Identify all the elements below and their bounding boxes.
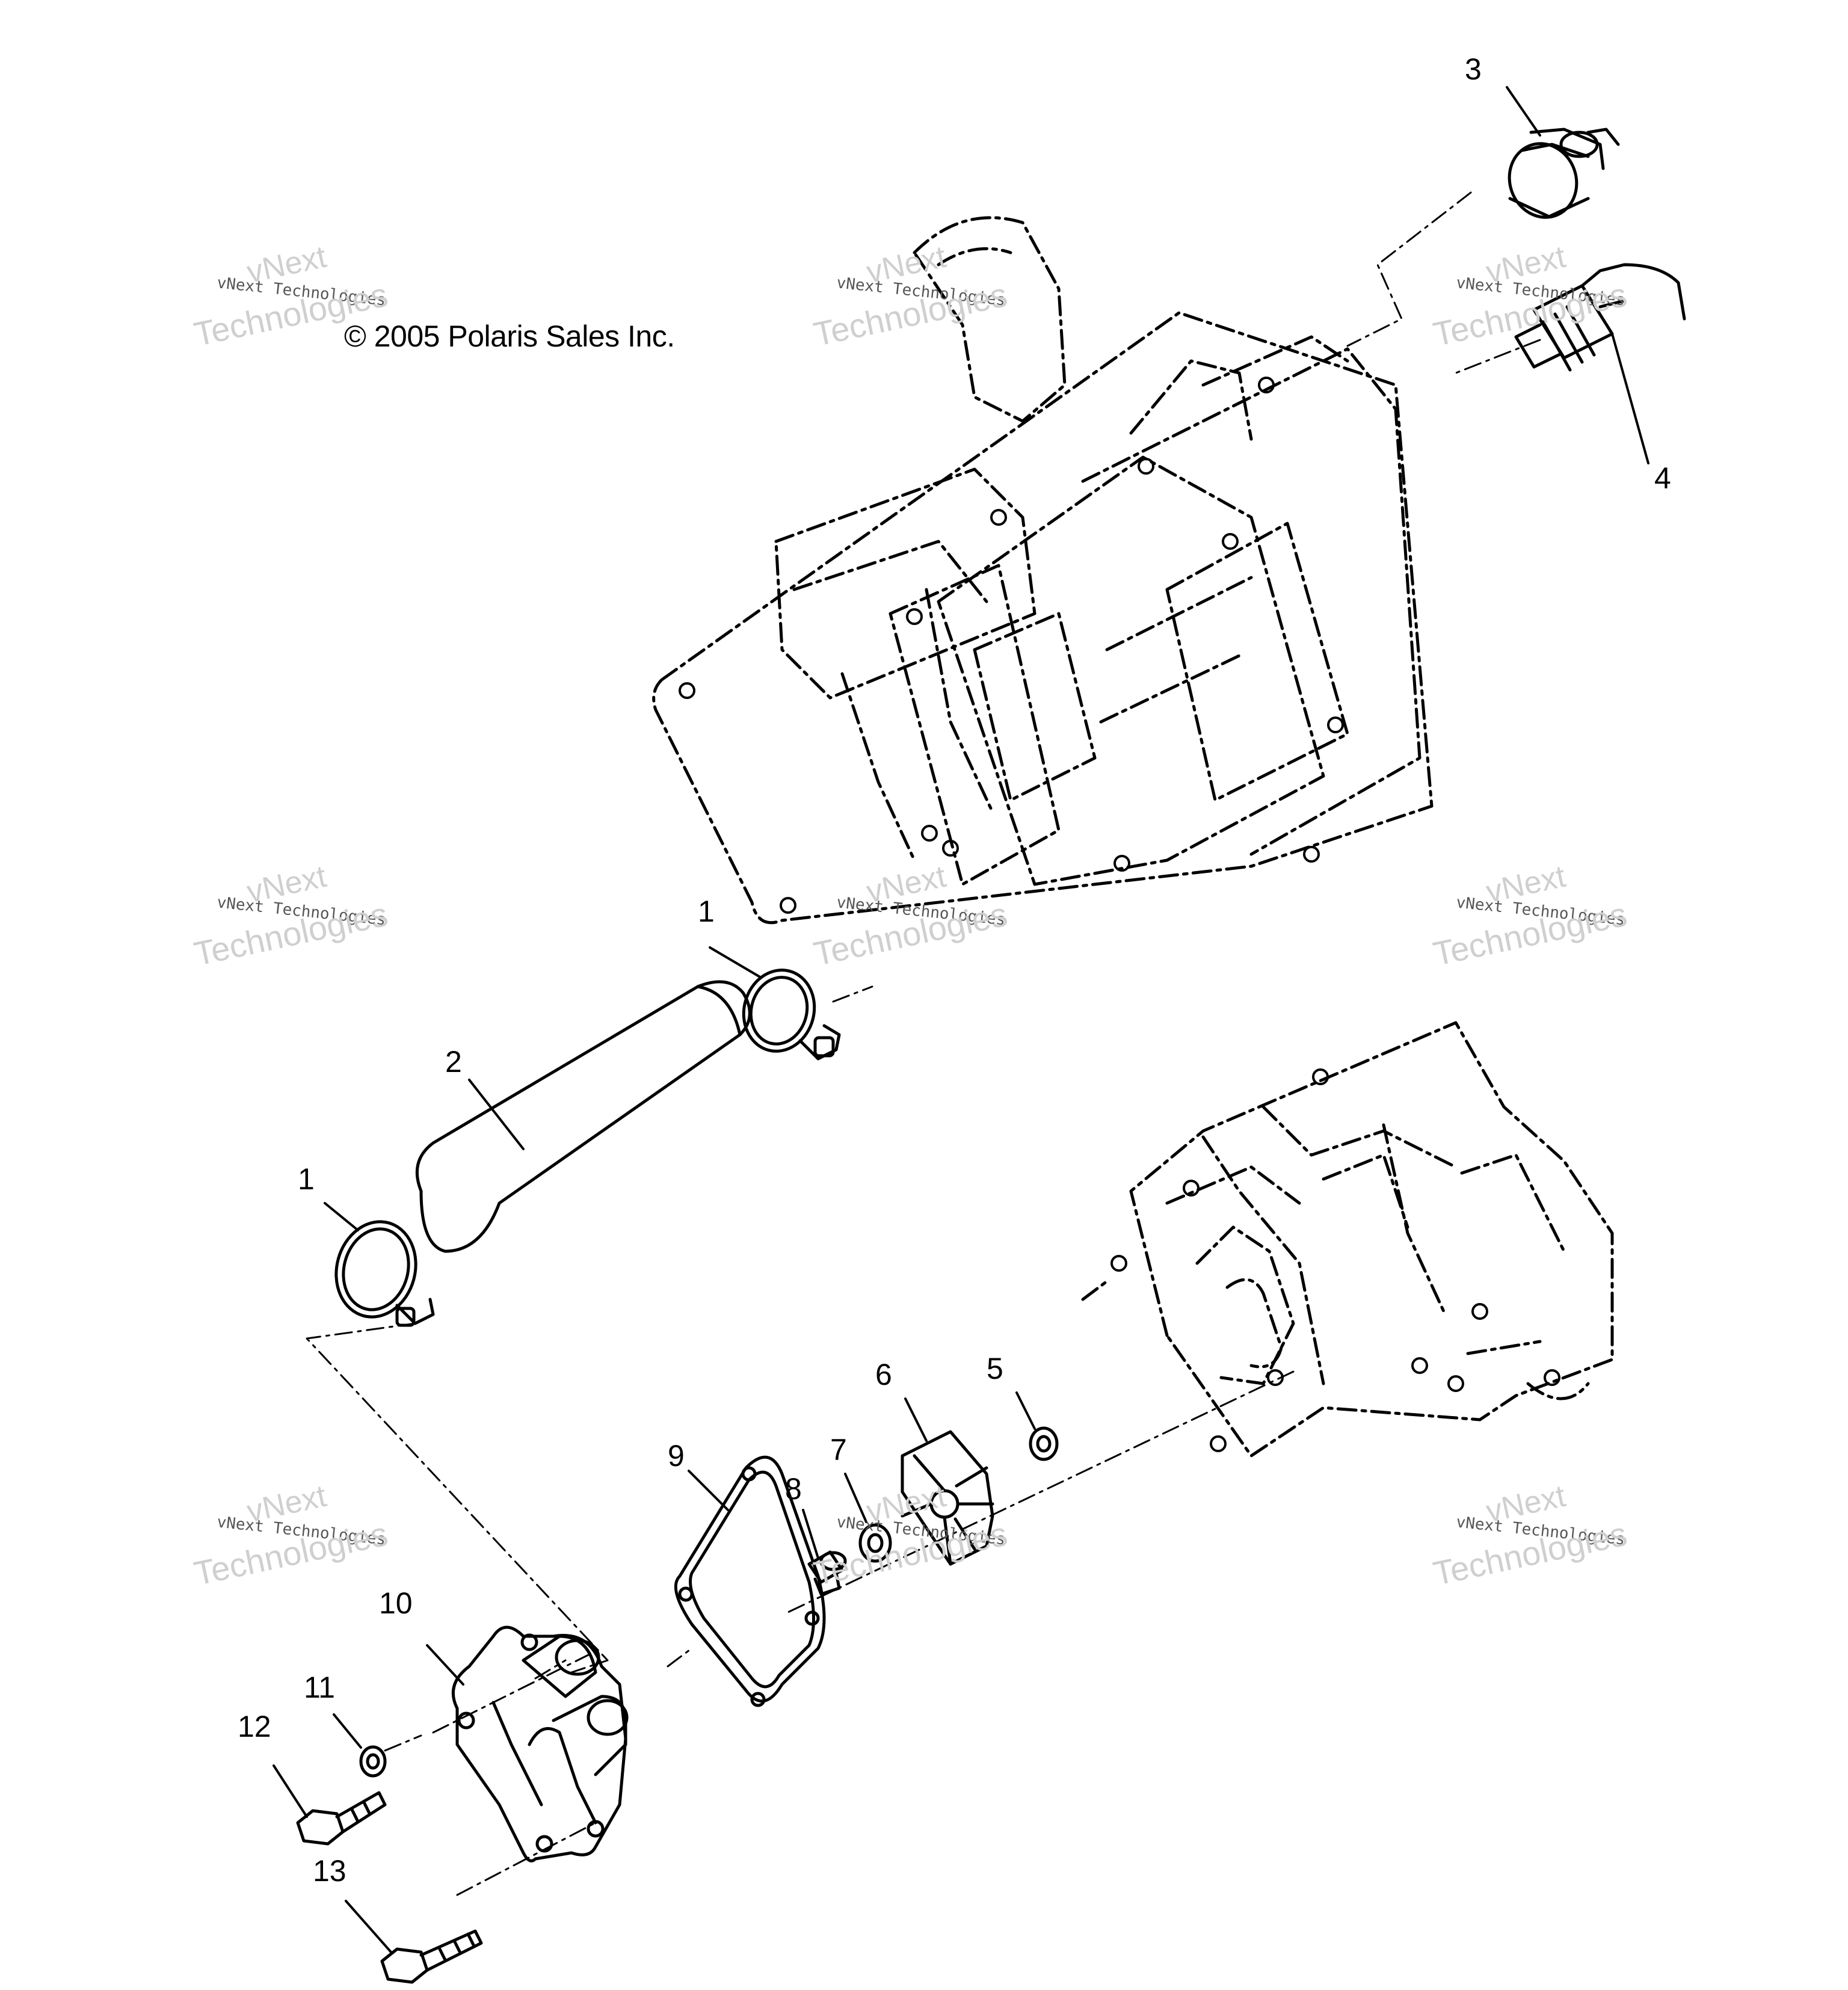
watermark: vNext vNext Technologies Technologies: [810, 239, 1011, 354]
part-4-temperature-sender: [1514, 263, 1686, 372]
part-1-hose-clamp-upper: [742, 969, 841, 1061]
part-1-hose-clamp-lower: [334, 1220, 435, 1327]
watermark: vNext vNext Technologies Technologies: [1430, 239, 1630, 354]
callout-3: 3: [1465, 52, 1482, 86]
watermark: vNext vNext Technologies Technologies: [191, 239, 391, 354]
callout-1-lower: 1: [298, 1162, 315, 1196]
part-5-seal: [1029, 1426, 1059, 1461]
watermark: vNext vNext Technologies Technologies: [1430, 858, 1630, 973]
watermark: vNext vNext Technologies Technologies: [191, 1478, 391, 1593]
part-8-pump-shaft: [807, 1550, 847, 1596]
part-6-impeller: [901, 1430, 994, 1566]
cylinder-head-assembly: [652, 216, 1434, 925]
callout-9: 9: [668, 1439, 685, 1473]
copyright-notice: © 2005 Polaris Sales Inc.: [344, 319, 675, 353]
callout-13: 13: [313, 1854, 346, 1888]
crankcase-housing: [1081, 1021, 1614, 1458]
watermark: vNext vNext Technologies Technologies: [1430, 1478, 1630, 1593]
callout-1-upper: 1: [698, 895, 715, 928]
part-7-washer: [858, 1523, 892, 1563]
watermark: vNext vNext Technologies Technologies: [810, 858, 1011, 973]
part-10-water-pump-cover: [451, 1625, 629, 1862]
part-3-thermostat-cap: [1508, 128, 1620, 219]
watermark: vNext vNext Technologies Technologies: [191, 858, 391, 973]
callout-12: 12: [238, 1710, 271, 1743]
callout-8: 8: [785, 1472, 802, 1506]
callout-2: 2: [445, 1045, 462, 1079]
part-2-coolant-hose: [415, 980, 751, 1253]
callout-5: 5: [987, 1352, 1003, 1385]
crankcase-bolt-holes: [1110, 1068, 1560, 1452]
leader-lines: [273, 86, 1649, 1953]
part-9-gasket: [674, 1455, 826, 1707]
callout-6: 6: [875, 1358, 892, 1391]
part-12-bolt: [296, 1791, 387, 1846]
cylinder-head-bolt-holes: [679, 377, 1344, 914]
callout-10: 10: [379, 1586, 413, 1620]
callout-4: 4: [1654, 461, 1671, 495]
part-13-bolt: [380, 1929, 483, 1984]
part-11-washer: [359, 1745, 387, 1778]
watermark: vNext vNext Technologies Technologies: [810, 1478, 1011, 1593]
callout-11: 11: [304, 1671, 335, 1704]
callout-7: 7: [830, 1433, 847, 1467]
